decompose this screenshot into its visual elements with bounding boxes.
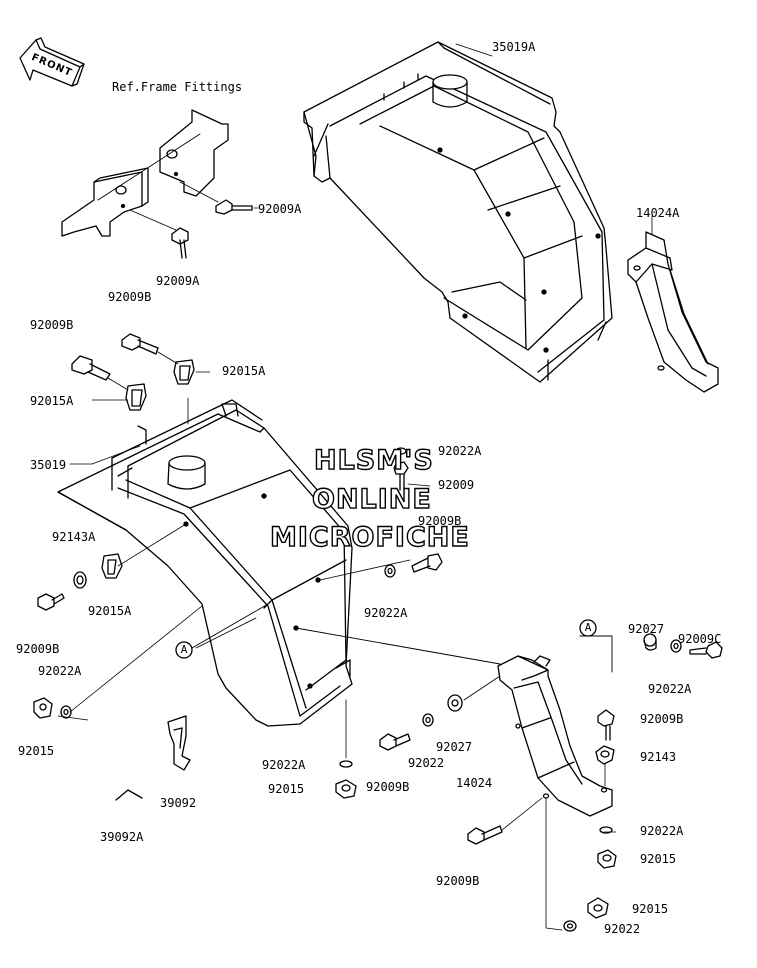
part-label-92022A-top[interactable]: 92022A [438,444,482,458]
washer-92022A-top-icon [395,447,407,455]
washer-92022A-lower-right-icon [599,826,613,834]
part-label-35019A[interactable]: 35019A [492,40,536,54]
part-label-92009B-left[interactable]: 92009B [30,318,74,332]
collar-92027-upper-icon [643,633,657,651]
clip-nut-92015A-upper-icon [157,351,195,385]
part-label-14024A[interactable]: 14024A [636,206,680,220]
bolt-92009A-lower-icon [129,209,189,259]
part-label-92015-right[interactable]: 92015 [640,852,677,866]
marker-a-left-icon [175,641,193,659]
part-label-35019[interactable]: 35019 [30,458,67,472]
part-label-92022-bottom[interactable]: 92022 [604,922,641,936]
leader-lines [57,207,617,833]
part-label-39092[interactable]: 39092 [160,796,197,810]
part-label-92009B-upper[interactable]: 92009B [108,290,152,304]
ref-leader [97,133,201,201]
bolt-92009B-right-icon [597,709,615,741]
part-label-92009C[interactable]: 92009C [678,632,722,646]
front-arrow-icon [19,37,85,87]
part-label-92009B-center[interactable]: 92009B [418,514,462,528]
washer-92022A-mid-icon [384,564,396,578]
part-label-92022A-lower-right[interactable]: 92022A [640,824,684,838]
frame-bracket-right [159,109,229,197]
part-label-92009B-center-lower[interactable]: 92009B [366,780,410,794]
part-label-92015-bottom-right[interactable]: 92015 [632,902,669,916]
part-label-92009A-upper[interactable]: 92009A [258,202,302,216]
watermark-line-1: HLSM'S [313,445,434,476]
frame-bracket-left [61,167,149,237]
clip-39092-icon [167,715,191,771]
fender-35019 [57,399,353,727]
washer-92022A-right-icon [670,639,682,653]
clip-nut-92015A-lower-icon [101,523,187,579]
part-label-92022A-right[interactable]: 92022A [648,682,692,696]
washer-92022A-left-icon [60,705,72,719]
washer-92022A-bottom-icon [339,760,353,768]
fender-35019A [303,41,613,383]
bracket-14024 [497,655,613,817]
part-label-92022-center[interactable]: 92022 [408,756,445,770]
part-label-92143A[interactable]: 92143A [52,530,96,544]
part-label-92022A-bottom[interactable]: 92022A [262,758,306,772]
part-label-92015A-left[interactable]: 92015A [30,394,74,408]
bolt-92009C-icon [689,641,723,659]
bolt-92009B-bottom-icon [467,825,503,845]
part-label-92015A-lower[interactable]: 92015A [88,604,132,618]
nut-92015-left-icon [33,697,53,719]
part-label-39092A[interactable]: 39092A [100,830,144,844]
part-label-92009B-right[interactable]: 92009B [640,712,684,726]
part-label-92009-center[interactable]: 92009 [438,478,475,492]
bolt-92009A-upper-icon [179,181,253,215]
ref-frame-fittings-label: Ref.Frame Fittings [112,80,243,94]
nut-92015-right-icon [597,849,617,869]
part-label-92015-left[interactable]: 92015 [18,744,55,758]
marker-a-left: A [180,643,188,656]
watermark-line-2: ONLINE [311,484,432,515]
part-label-92143[interactable]: 92143 [640,750,677,764]
washer-92022-bottom-icon [563,920,577,932]
nut-92143A-icon [73,571,87,589]
part-label-92009A-lower[interactable]: 92009A [156,274,200,288]
collar-92027-lower-icon [447,694,463,712]
clip-nut-92015A-left-icon [107,377,147,411]
part-label-92027-lower[interactable]: 92027 [436,740,473,754]
part-label-92009B-bottom[interactable]: 92009B [436,874,480,888]
part-label-92015A-upper[interactable]: 92015A [222,364,266,378]
marker-a-right: A [584,621,592,634]
bolt-92009B-lower-left-icon [37,593,65,611]
bolt-92009B-center-icon [411,553,443,573]
pin-39092A-icon [115,789,143,801]
watermark-line-3: MICROFICHE [269,522,470,553]
part-label-14024[interactable]: 14024 [456,776,493,790]
part-label-92022A-mid[interactable]: 92022A [364,606,408,620]
part-label-92022A-left[interactable]: 92022A [38,664,82,678]
nut-92143-icon [595,745,615,765]
nut-92015-bottom-right-icon [587,897,609,919]
bolt-92009-center-icon [393,461,409,491]
marker-a-right-icon [579,619,597,637]
part-label-92015-bottom[interactable]: 92015 [268,782,305,796]
bolt-92009B-left-icon [71,355,111,381]
washer-92022-center-icon [422,713,434,727]
part-label-92009B-lower-left[interactable]: 92009B [16,642,60,656]
nut-92015-bottom-icon [335,779,357,799]
bracket-14024A [627,215,719,393]
bolt-92009B-center-lower-icon [379,733,411,751]
bolt-92009B-upper-icon [121,333,159,355]
part-label-92027-upper[interactable]: 92027 [628,622,665,636]
